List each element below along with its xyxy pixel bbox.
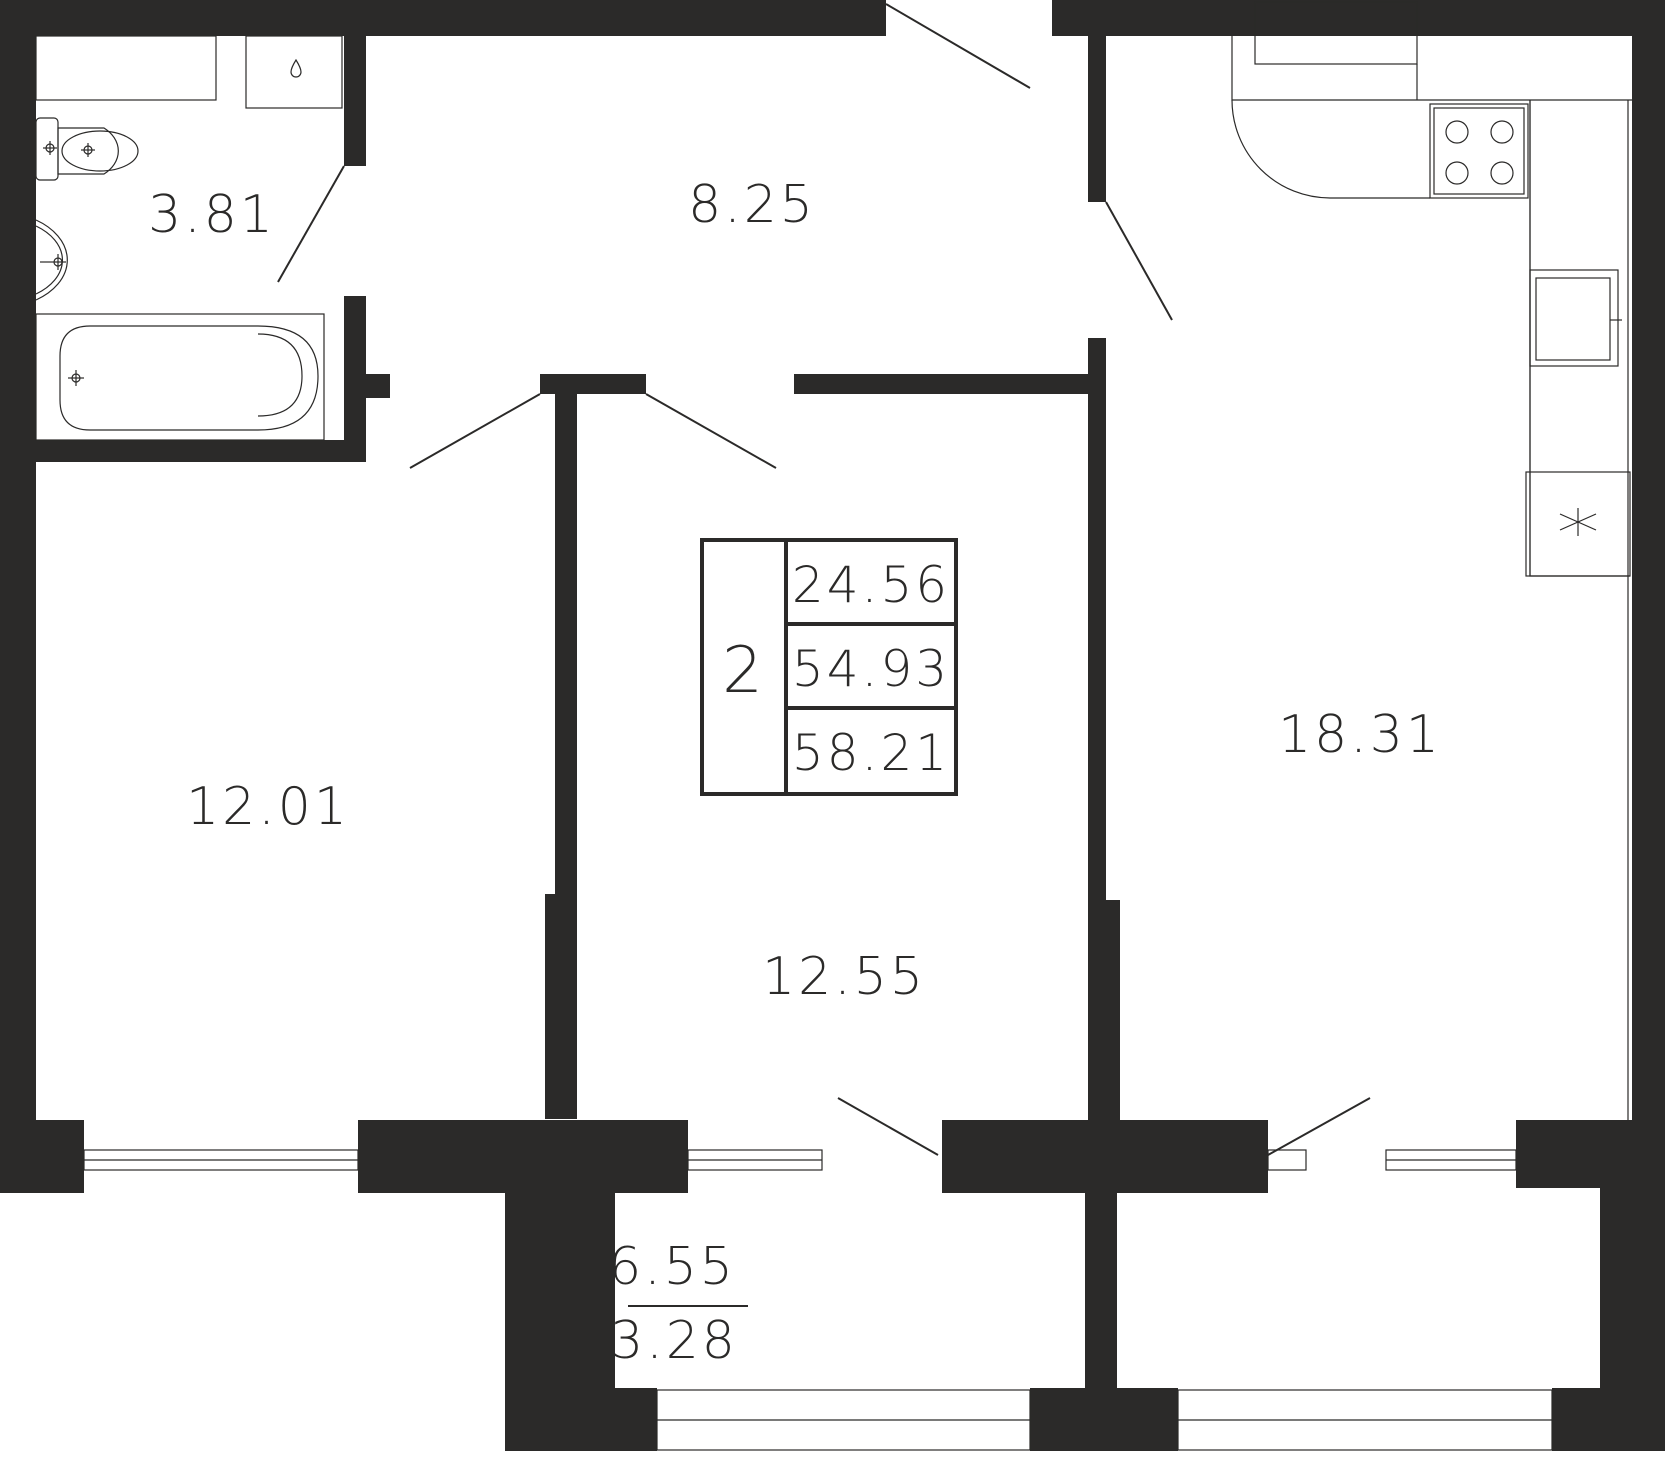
room-area-bedroom-left: 12.01: [186, 777, 350, 837]
fixtures: [35, 35, 1632, 577]
toilet-icon: [35, 117, 139, 181]
rooms-count: 2: [722, 634, 766, 708]
total-area-with-balcony: 58.21: [792, 724, 950, 782]
room-labels: 3.81 8.25 12.01 12.55 18.31 6.55 3.28: [148, 175, 1442, 1371]
kitchen-sink-icon: [1529, 269, 1622, 367]
total-area: 54.93: [792, 640, 950, 698]
balcony-area: 6.55: [608, 1237, 736, 1297]
bathtub-icon: [35, 313, 325, 441]
balcony-reduced-area: 3.28: [610, 1311, 738, 1371]
area-summary-box: 2 24.56 54.93 58.21: [700, 538, 958, 796]
fridge-icon: [1525, 471, 1631, 577]
room-area-kitchen-living: 18.31: [1278, 705, 1442, 765]
room-area-hallway: 8.25: [688, 175, 816, 235]
living-area: 24.56: [792, 556, 950, 614]
windows: [83, 1, 1629, 1451]
room-area-bathroom: 3.81: [148, 185, 276, 245]
stove-icon: [1429, 103, 1529, 199]
doors: [277, 3, 1371, 1156]
room-area-bedroom-center: 12.55: [762, 947, 926, 1007]
sink-icon: [35, 219, 68, 301]
